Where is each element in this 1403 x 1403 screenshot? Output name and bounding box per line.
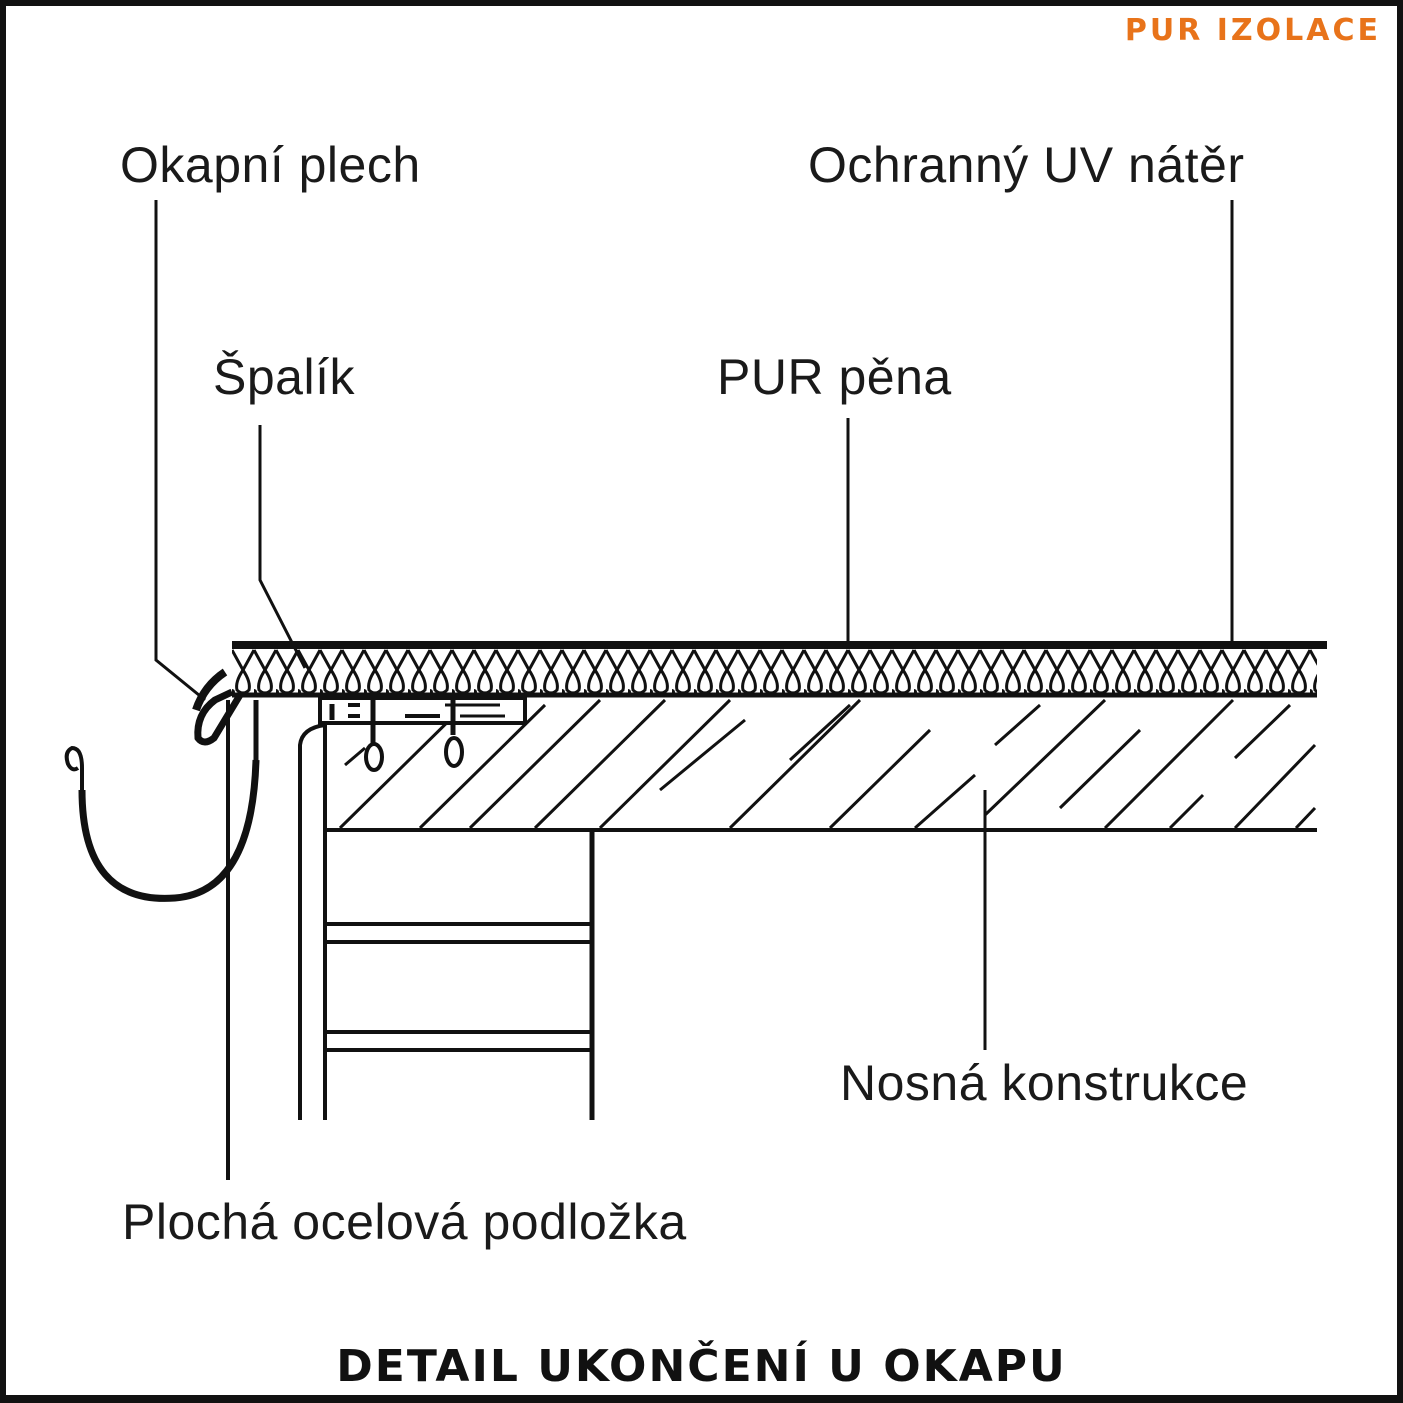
label-pur-pena: PUR pěna (717, 349, 952, 405)
wall (298, 722, 327, 1120)
drawing-title: DETAIL UKONČENÍ U OKAPU (336, 1341, 1067, 1392)
brand-logo: PUR IZOLACE (1124, 13, 1381, 48)
label-nosna-konstrukce: Nosná konstrukce (840, 1055, 1249, 1111)
label-okapni-plech: Okapní plech (120, 137, 421, 193)
label-spalik: Špalík (213, 349, 355, 405)
pur-foam-layer (232, 649, 1317, 695)
anchor-bolt (364, 700, 384, 772)
gutter (78, 759, 260, 902)
leader-okapni-plech (154, 200, 206, 702)
leader-spalik (258, 425, 307, 669)
eave-sheet (194, 688, 243, 746)
label-ochranny-uv-nater: Ochranný UV nátěr (808, 137, 1245, 193)
wooden-block (318, 696, 527, 725)
label-plocha-ocelova-podlozka: Plochá ocelová podložka (122, 1194, 687, 1250)
anchor-bolt (444, 700, 464, 768)
